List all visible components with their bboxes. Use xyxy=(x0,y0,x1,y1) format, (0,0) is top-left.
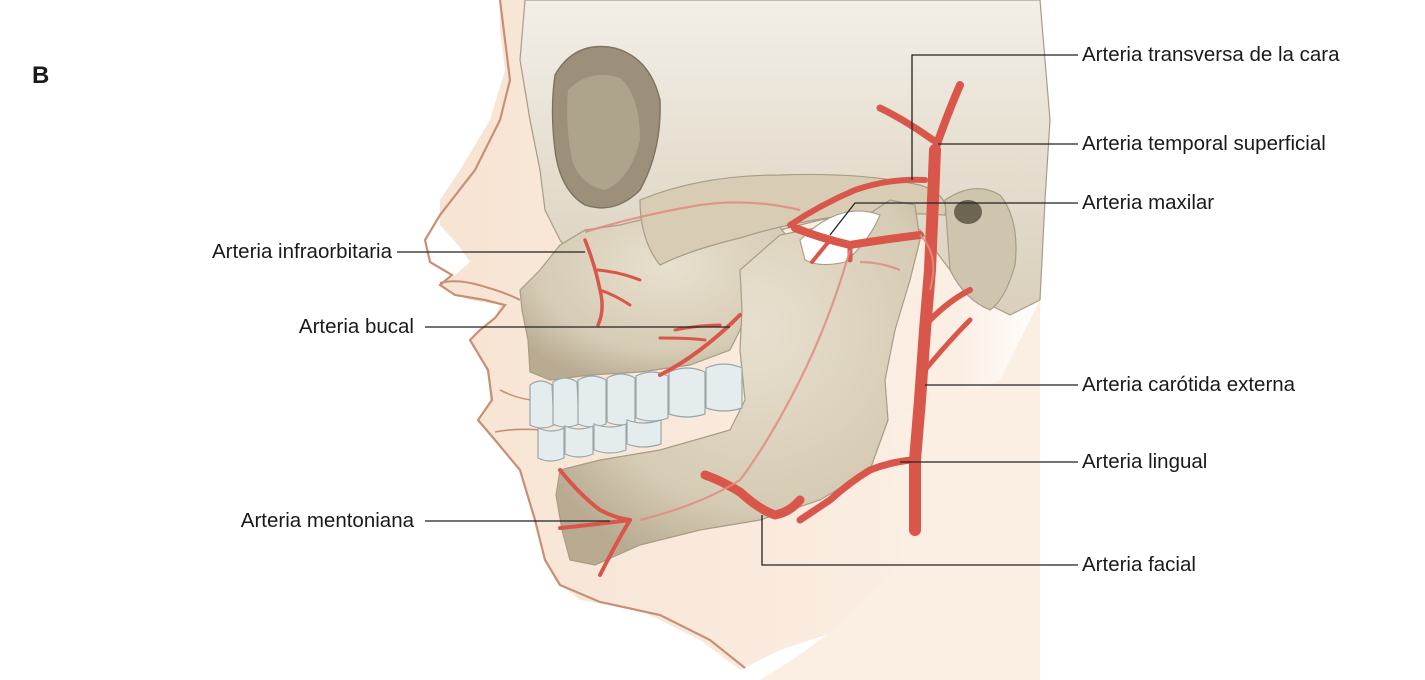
label-maxillary-artery: Arteria maxilar xyxy=(1082,191,1215,214)
label-external-carotid-artery: Arteria carótida externa xyxy=(1082,373,1296,396)
panel-letter: B xyxy=(32,62,50,89)
lingual-path xyxy=(796,456,916,524)
label-infraorbital-artery: Arteria infraorbitaria xyxy=(211,240,392,263)
neck xyxy=(760,300,1040,680)
label-buccal-artery: Arteria bucal xyxy=(298,315,414,338)
ear-canal xyxy=(954,200,982,224)
facial-path xyxy=(700,470,805,520)
faint-arteries xyxy=(584,201,935,522)
label-facial-artery: Arteria facial xyxy=(1082,553,1196,576)
label-lingual-artery: Arteria lingual xyxy=(1082,450,1208,473)
teeth xyxy=(529,363,743,462)
label-transverse-facial-artery: Arteria transversa de la cara xyxy=(1082,43,1340,66)
buccal-path xyxy=(658,313,742,377)
face-profile-outline xyxy=(423,0,746,669)
arteries xyxy=(558,81,973,577)
label-mental-artery: Arteria mentoniana xyxy=(240,509,414,532)
leader-lines xyxy=(397,54,1078,566)
transverse-facial-path xyxy=(787,176,928,228)
label-superficial-temporal-artery: Arteria temporal superficial xyxy=(1082,132,1326,155)
mental-path xyxy=(558,518,632,577)
